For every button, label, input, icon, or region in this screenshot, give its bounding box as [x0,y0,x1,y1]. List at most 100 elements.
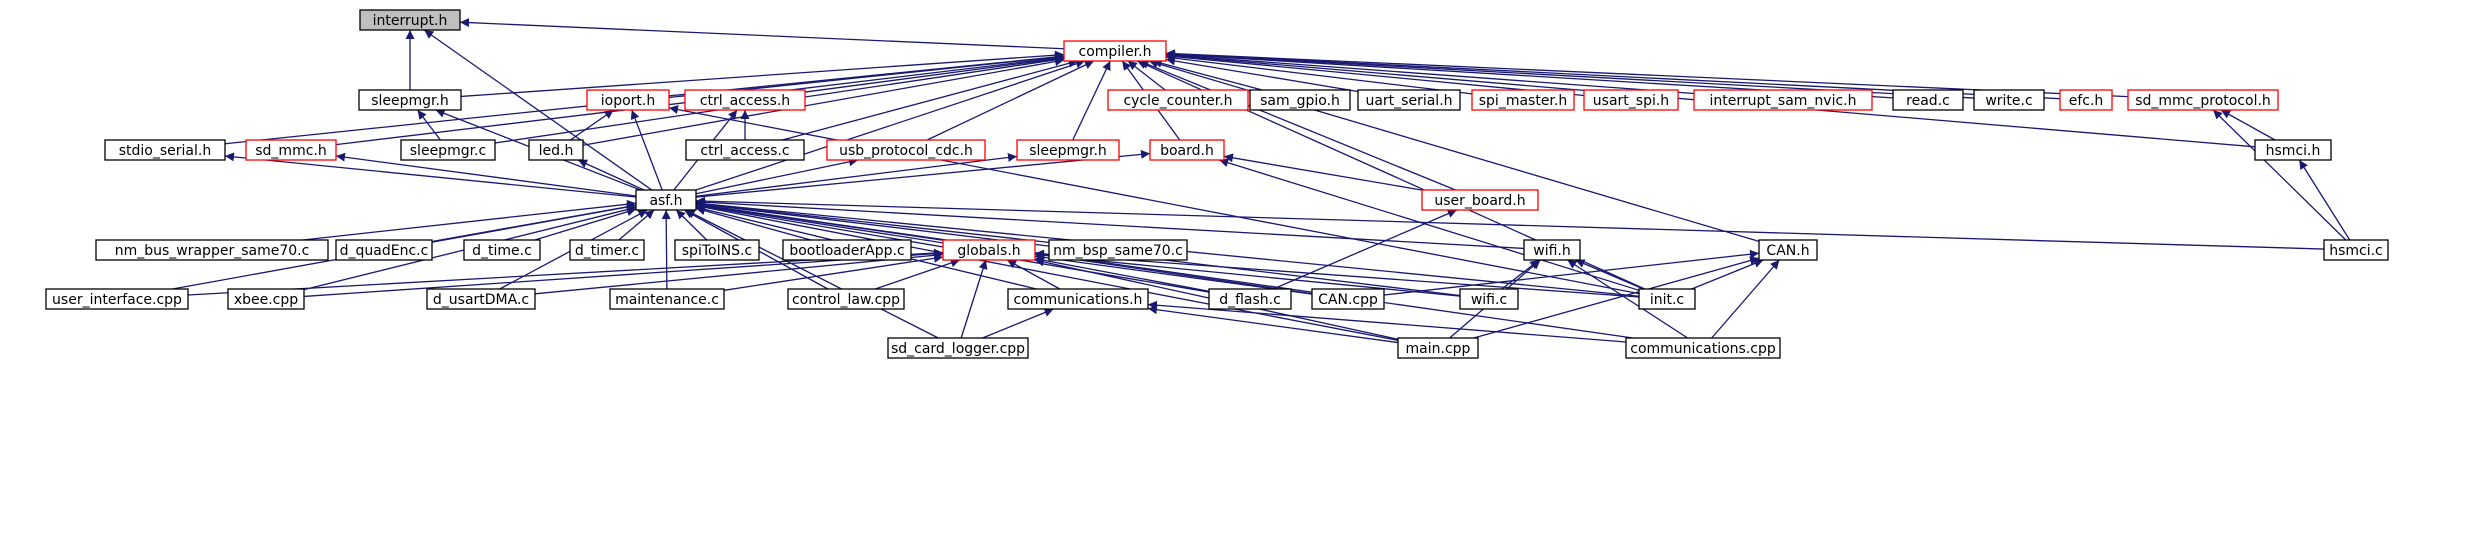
node-init_c[interactable]: init.c [1638,288,1696,310]
node-stdio_serial_h[interactable]: stdio_serial.h [104,139,226,161]
node-box-nm_bus_wrapper_c[interactable] [95,239,329,261]
node-sleepmgr_c[interactable]: sleepmgr.c [400,139,496,161]
node-cycle_counter_h[interactable]: cycle_counter.h [1107,89,1249,111]
node-box-board_h[interactable] [1149,139,1225,161]
node-box-sd_mmc_protocol_h[interactable] [2127,89,2279,111]
node-compiler_h[interactable]: compiler.h [1063,40,1167,62]
node-box-interrupt_sam_nvic_h[interactable] [1693,89,1873,111]
node-usart_spi_h[interactable]: usart_spi.h [1583,89,1679,111]
node-board_h[interactable]: board.h [1149,139,1225,161]
node-box-ctrl_access_h[interactable] [684,89,806,111]
node-communications_cpp[interactable]: communications.cpp [1625,337,1781,359]
node-box-d_quadEnc_c[interactable] [335,239,433,261]
node-sleepmgr_h_b[interactable]: sleepmgr.h [1016,139,1120,161]
node-d_timer_c[interactable]: d_timer.c [569,239,645,261]
node-box-interrupt_h[interactable] [359,9,461,31]
node-d_flash_c[interactable]: d_flash.c [1208,288,1292,310]
node-box-stdio_serial_h[interactable] [104,139,226,161]
node-ctrl_access_c[interactable]: ctrl_access.c [685,139,805,161]
node-usb_protocol_cdc_h[interactable]: usb_protocol_cdc.h [826,139,986,161]
node-led_h[interactable]: led.h [528,139,584,161]
node-box-main_cpp[interactable] [1397,337,1479,359]
node-box-sleepmgr_h_a[interactable] [358,89,462,111]
node-main_cpp[interactable]: main.cpp [1397,337,1479,359]
node-box-spi_master_h[interactable] [1471,89,1575,111]
node-box-xbee_cpp[interactable] [227,288,305,310]
node-box-communications_h[interactable] [1007,288,1149,310]
node-user_interface_cpp[interactable]: user_interface.cpp [45,288,189,310]
node-box-write_c[interactable] [1973,89,2045,111]
node-wifi_c[interactable]: wifi.c [1459,288,1519,310]
node-read_c[interactable]: read.c [1892,89,1964,111]
node-d_time_c[interactable]: d_time.c [463,239,541,261]
node-interrupt_h[interactable]: interrupt.h [359,9,461,31]
node-box-d_time_c[interactable] [463,239,541,261]
node-efc_h[interactable]: efc.h [2059,89,2113,111]
node-box-efc_h[interactable] [2059,89,2113,111]
node-box-control_law_cpp[interactable] [787,288,905,310]
node-write_c[interactable]: write.c [1973,89,2045,111]
node-box-asf_h[interactable] [635,189,697,211]
node-bootloaderApp_c[interactable]: bootloaderApp.c [782,239,912,261]
node-sd_mmc_protocol_h[interactable]: sd_mmc_protocol.h [2127,89,2279,111]
node-box-compiler_h[interactable] [1063,40,1167,62]
node-box-bootloaderApp_c[interactable] [782,239,912,261]
node-box-wifi_h[interactable] [1523,239,1581,261]
node-ioport_h[interactable]: ioport.h [586,89,670,111]
node-box-spiToINS_c[interactable] [674,239,760,261]
node-box-sleepmgr_h_b[interactable] [1016,139,1120,161]
node-maintenance_c[interactable]: maintenance.c [609,288,725,310]
node-spiToINS_c[interactable]: spiToINS.c [674,239,760,261]
node-box-CAN_h[interactable] [1758,239,1818,261]
node-box-usb_protocol_cdc_h[interactable] [826,139,986,161]
node-box-hsmci_c[interactable] [2323,239,2389,261]
node-box-communications_cpp[interactable] [1625,337,1781,359]
node-ctrl_access_h[interactable]: ctrl_access.h [684,89,806,111]
node-sleepmgr_h_a[interactable]: sleepmgr.h [358,89,462,111]
node-globals_h[interactable]: globals.h [942,239,1036,261]
node-box-sleepmgr_c[interactable] [400,139,496,161]
node-box-cycle_counter_h[interactable] [1107,89,1249,111]
node-xbee_cpp[interactable]: xbee.cpp [227,288,305,310]
node-sd_card_logger_cpp[interactable]: sd_card_logger.cpp [887,337,1029,359]
node-uart_serial_h[interactable]: uart_serial.h [1357,89,1461,111]
node-box-read_c[interactable] [1892,89,1964,111]
node-d_quadEnc_c[interactable]: d_quadEnc.c [335,239,433,261]
node-sam_gpio_h[interactable]: sam_gpio.h [1249,89,1351,111]
node-box-user_board_h[interactable] [1421,189,1539,211]
node-box-d_flash_c[interactable] [1208,288,1292,310]
node-user_board_h[interactable]: user_board.h [1421,189,1539,211]
node-box-nm_bsp_c[interactable] [1048,239,1188,261]
node-communications_h[interactable]: communications.h [1007,288,1149,310]
node-hsmci_c[interactable]: hsmci.c [2323,239,2389,261]
node-box-user_interface_cpp[interactable] [45,288,189,310]
node-box-usart_spi_h[interactable] [1583,89,1679,111]
node-box-CAN_cpp[interactable] [1311,288,1385,310]
node-box-d_usartDMA_c[interactable] [426,288,536,310]
node-box-sd_mmc_h[interactable] [245,139,337,161]
node-CAN_h[interactable]: CAN.h [1758,239,1818,261]
node-hsmci_h[interactable]: hsmci.h [2254,139,2332,161]
node-box-uart_serial_h[interactable] [1357,89,1461,111]
node-box-maintenance_c[interactable] [609,288,725,310]
node-wifi_h[interactable]: wifi.h [1523,239,1581,261]
node-box-sd_card_logger_cpp[interactable] [887,337,1029,359]
node-box-led_h[interactable] [528,139,584,161]
node-control_law_cpp[interactable]: control_law.cpp [787,288,905,310]
node-box-wifi_c[interactable] [1459,288,1519,310]
node-spi_master_h[interactable]: spi_master.h [1471,89,1575,111]
node-interrupt_sam_nvic_h[interactable]: interrupt_sam_nvic.h [1693,89,1873,111]
node-CAN_cpp[interactable]: CAN.cpp [1311,288,1385,310]
node-box-init_c[interactable] [1638,288,1696,310]
node-box-globals_h[interactable] [942,239,1036,261]
node-box-ioport_h[interactable] [586,89,670,111]
node-nm_bus_wrapper_c[interactable]: nm_bus_wrapper_same70.c [95,239,329,261]
node-box-ctrl_access_c[interactable] [685,139,805,161]
node-asf_h[interactable]: asf.h [635,189,697,211]
node-nm_bsp_c[interactable]: nm_bsp_same70.c [1048,239,1188,261]
node-box-d_timer_c[interactable] [569,239,645,261]
node-d_usartDMA_c[interactable]: d_usartDMA.c [426,288,536,310]
node-sd_mmc_h[interactable]: sd_mmc.h [245,139,337,161]
node-box-hsmci_h[interactable] [2254,139,2332,161]
node-box-sam_gpio_h[interactable] [1249,89,1351,111]
